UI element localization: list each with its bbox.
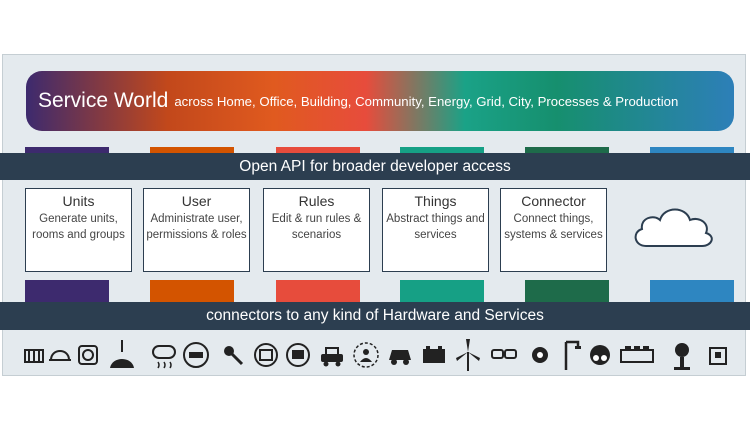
meter-icon — [183, 342, 209, 368]
module-desc: Generate units, rooms and groups — [32, 213, 125, 241]
device-icon-row — [14, 338, 736, 372]
socket-icon — [78, 345, 98, 365]
connectors-bar-label: connectors to any kind of Hardware and S… — [206, 307, 544, 324]
block-green — [525, 280, 609, 302]
radiator-icon — [24, 349, 44, 363]
street-lamp-icon — [564, 340, 581, 370]
module-title: Things — [414, 193, 457, 209]
module-desc: Edit & run rules & scenarios — [271, 213, 362, 241]
banner-subtitle: across Home, Office, Building, Community… — [174, 93, 679, 109]
helmet-icon — [49, 350, 71, 361]
electric-car-icon — [389, 350, 411, 365]
module-things: Things Abstract things and services — [382, 188, 489, 272]
people-icon — [353, 342, 379, 368]
connectors-bar: connectors to any kind of Hardware and S… — [0, 302, 750, 330]
module-desc: Connect things, systems & services — [504, 213, 603, 241]
battery-icon — [423, 346, 445, 363]
module-title: User — [181, 193, 212, 209]
module-title: Rules — [298, 193, 335, 209]
lamp-icon — [110, 340, 134, 368]
stripe-purple — [25, 147, 109, 153]
block-teal — [400, 280, 484, 302]
stripe-red — [276, 147, 360, 153]
gauge-icon — [532, 347, 548, 363]
api-bar-label: Open API for broader developer access — [239, 157, 511, 175]
smoke-detector-icon — [152, 345, 176, 369]
module-rules: Rules Edit & run rules & scenarios — [263, 188, 370, 272]
robot-icon — [674, 343, 690, 370]
wind-turbine-icon — [456, 339, 480, 371]
display-icon — [286, 343, 310, 367]
module-connector: Connector Connect things, systems & serv… — [500, 188, 607, 272]
module-title: Units — [62, 193, 95, 209]
bike-icon — [590, 345, 610, 365]
stripe-orange — [150, 147, 234, 153]
vehicle-icon — [321, 347, 343, 367]
key-icon — [224, 346, 244, 366]
block-red — [276, 280, 360, 302]
vr-glasses-icon — [491, 349, 517, 359]
block-blue — [650, 280, 734, 302]
banner-title: Service World — [38, 89, 169, 112]
block-orange — [150, 280, 234, 302]
safe-icon — [254, 343, 278, 367]
module-units: Units Generate units, rooms and groups — [25, 188, 132, 272]
stripe-green — [525, 147, 609, 153]
cloud-icon — [634, 208, 713, 247]
box-icon — [709, 347, 727, 365]
module-desc: Administrate user, permissions & roles — [146, 213, 247, 241]
module-desc: Abstract things and services — [386, 213, 485, 241]
api-bar: Open API for broader developer access — [0, 153, 750, 180]
module-title: Connector — [521, 193, 586, 209]
stripe-teal — [400, 147, 484, 153]
module-user: User Administrate user, permissions & ro… — [143, 188, 250, 272]
production-line-icon — [620, 346, 654, 363]
stripe-blue — [650, 147, 734, 153]
block-purple — [25, 280, 109, 302]
service-world-banner: Service World across Home, Office, Build… — [26, 71, 734, 131]
